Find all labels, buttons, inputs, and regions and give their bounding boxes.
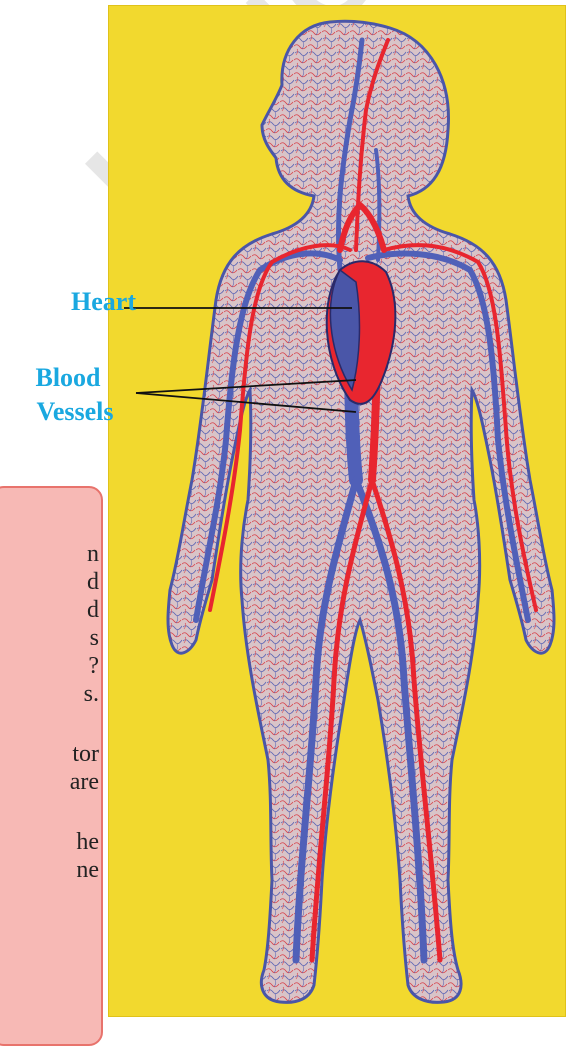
blood-vessels-label-line1: Blood: [20, 361, 116, 395]
circulatory-system-illustration: [0, 0, 571, 1021]
heart-label: Heart: [40, 285, 136, 319]
blood-vessels-label-line2: Vessels: [20, 395, 130, 429]
